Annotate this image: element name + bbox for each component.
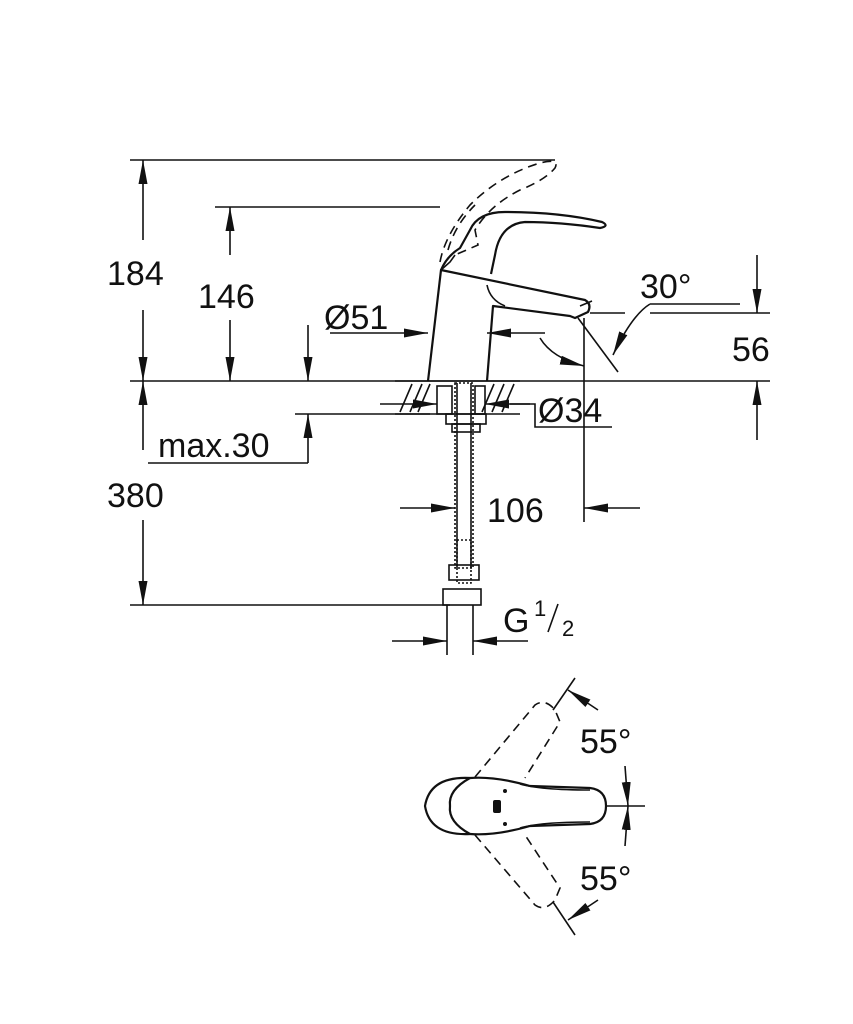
label-d51: Ø51 bbox=[324, 299, 388, 337]
label-184: 184 bbox=[107, 255, 164, 293]
label-max30: max.30 bbox=[158, 427, 270, 465]
label-g: G bbox=[503, 602, 529, 640]
label-380: 380 bbox=[107, 477, 164, 515]
label-55deg-down: 55° bbox=[580, 860, 631, 898]
label-106: 106 bbox=[487, 492, 544, 530]
label-d34: Ø34 bbox=[538, 392, 602, 430]
dimension-lines bbox=[130, 159, 770, 646]
label-30deg: 30° bbox=[640, 268, 691, 306]
label-56: 56 bbox=[732, 331, 770, 369]
label-g-num: 1 bbox=[534, 596, 546, 621]
faucet-side-view bbox=[395, 160, 607, 655]
label-55deg-up: 55° bbox=[580, 723, 631, 761]
label-g-den: 2 bbox=[562, 616, 574, 641]
label-146: 146 bbox=[198, 278, 255, 316]
dimension-labels: 184 146 Ø51 30° 56 Ø34 max.30 380 106 G … bbox=[107, 255, 770, 898]
faucet-top-view bbox=[423, 677, 645, 936]
